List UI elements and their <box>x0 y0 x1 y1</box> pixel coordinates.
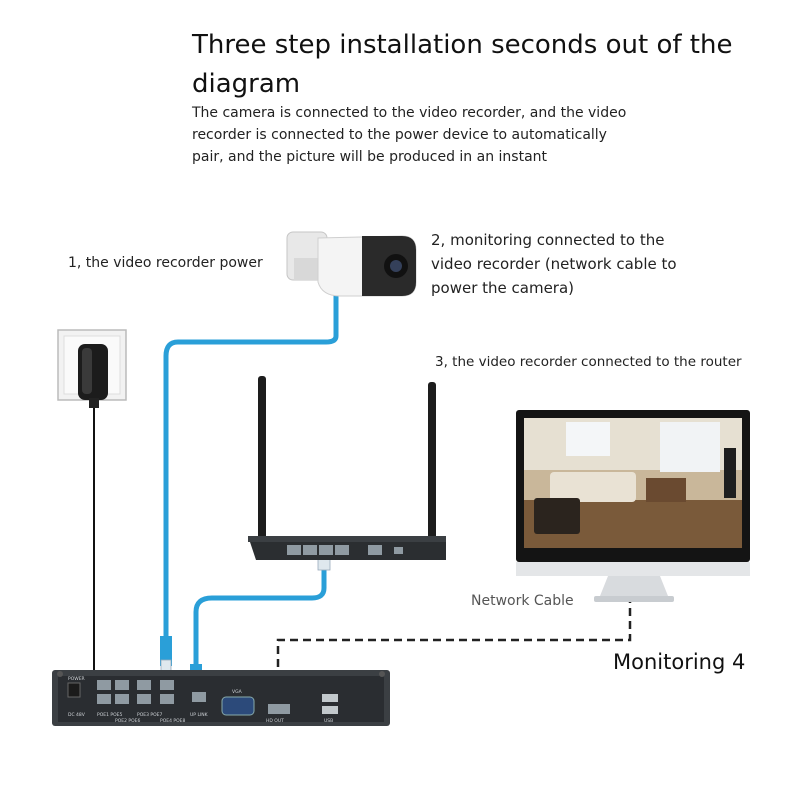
poe-port-label: POE2 POE6 <box>115 718 140 724</box>
power-port-label: POWER <box>68 676 85 682</box>
step3-label: 3, the video recorder connected to the r… <box>435 354 742 370</box>
diagram-subtitle: The camera is connected to the video rec… <box>192 102 662 168</box>
monitor-icon <box>516 410 750 602</box>
subtitle-line: The camera is connected to the video rec… <box>192 105 627 121</box>
bullet-camera-icon <box>286 231 417 297</box>
step1-label: 1, the video recorder power <box>68 255 263 271</box>
hdmi-port-label: HD OUT <box>266 718 284 724</box>
subtitle-line: recorder is connected to the power devic… <box>192 127 607 143</box>
step2-label: 2, monitoring connected to the video rec… <box>431 228 677 300</box>
step2-line: 2, monitoring connected to the <box>431 231 665 249</box>
poe-port-label: POE4 POE8 <box>160 718 185 724</box>
uplink-port-label: UP LINK <box>190 712 209 718</box>
poe-port-label: POE1 POE5 <box>97 712 122 718</box>
nvr-recorder-icon <box>52 670 390 726</box>
wifi-router-icon <box>248 376 446 560</box>
power-adapter-icon <box>78 344 108 408</box>
step2-line: power the camera) <box>431 279 575 297</box>
vga-port-label: VGA <box>232 689 243 695</box>
router-cable <box>193 560 327 668</box>
diagram-title: Three step installation seconds out of t… <box>192 30 733 99</box>
subtitle-line: pair, and the picture will be produced i… <box>192 149 548 165</box>
rj45-connector-icon <box>160 636 172 673</box>
camera-cable <box>163 292 339 640</box>
poe-port-label: POE3 POE7 <box>137 712 162 718</box>
dc-port-label: DC 48V <box>68 712 86 718</box>
network-cable-label: Network Cable <box>471 593 574 609</box>
usb-port-label: USB <box>324 718 333 724</box>
step2-line: video recorder (network cable to <box>431 255 677 273</box>
monitor-label: Monitoring 4 <box>613 650 746 674</box>
nvr-port-labels: POWER DC 48V POE1 POE5 POE2 POE6 POE3 PO… <box>68 676 333 724</box>
